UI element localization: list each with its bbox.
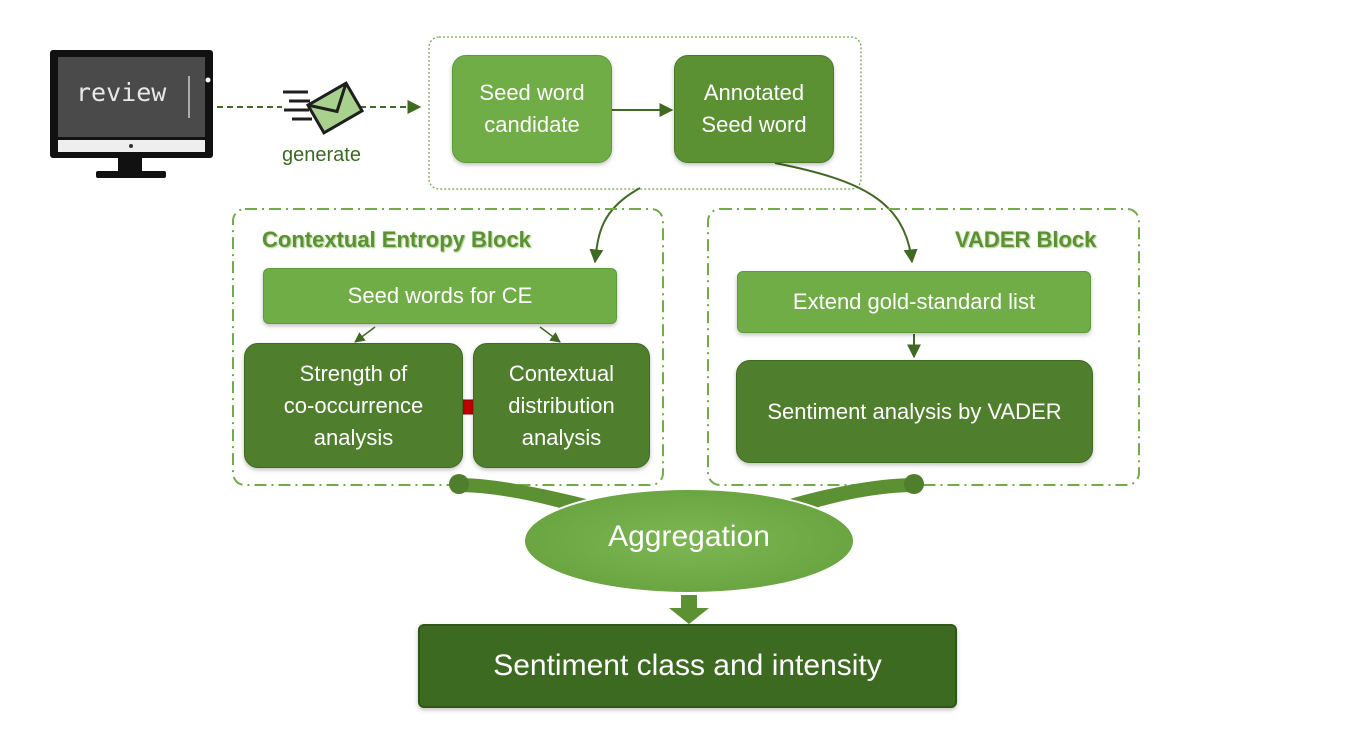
- connector-dot-ce: [449, 474, 469, 494]
- generate-label: generate: [282, 144, 361, 166]
- extend-gold-standard-box: Extend gold-standard list: [737, 271, 1091, 333]
- vader-block-title: VADER Block: [955, 227, 1097, 252]
- monitor-icon: [50, 50, 213, 178]
- ce-block-title: Contextual Entropy Block: [262, 227, 531, 252]
- envelope-icon: [283, 81, 365, 135]
- arrow-seed-to-ce: [589, 187, 641, 264]
- arrow-aggregation-to-output: [669, 595, 709, 624]
- seed-group-frame: [428, 36, 862, 190]
- annotated-seed-word-box: Annotated Seed word: [674, 55, 834, 163]
- aggregation-label: Aggregation: [608, 520, 770, 553]
- ce-block-frame: [232, 208, 664, 486]
- seed-word-candidate-box: Seed word candidate: [452, 55, 612, 163]
- seed-words-for-ce-box: Seed words for CE: [263, 268, 617, 324]
- review-screen-text: review: [76, 78, 167, 107]
- contextual-distribution-box: Contextual distribution analysis: [473, 343, 650, 468]
- connector-dot-vader: [904, 474, 924, 494]
- strength-cooccurrence-box: Strength of co-occurrence analysis: [244, 343, 463, 468]
- arrow-seedce-to-distribution: [539, 326, 561, 343]
- sentiment-class-output-box: Sentiment class and intensity: [418, 624, 957, 708]
- aggregation-ellipse: [523, 488, 855, 594]
- sentiment-analysis-vader-box: Sentiment analysis by VADER: [736, 360, 1093, 463]
- arrow-seed-to-vader: [774, 162, 918, 264]
- arrow-seedce-to-strength: [354, 326, 376, 343]
